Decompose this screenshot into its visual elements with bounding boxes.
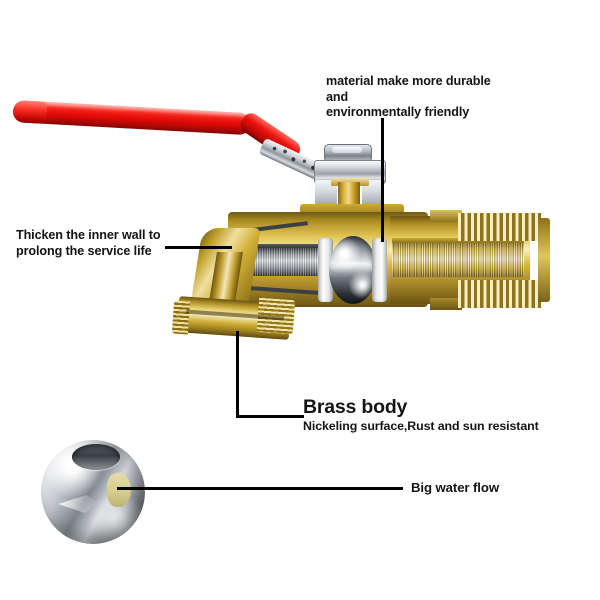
leader-to-ball-port bbox=[117, 487, 403, 490]
outlet-threads-top bbox=[458, 213, 542, 241]
spout-threads-left bbox=[171, 300, 191, 335]
annotation-brass-body-title: Brass body bbox=[303, 396, 408, 418]
outlet-shoulder-top bbox=[430, 210, 462, 222]
ptfe-seat-right bbox=[372, 238, 387, 302]
inlet-bore-edge bbox=[238, 244, 326, 249]
red-lever-handle bbox=[12, 100, 252, 136]
outlet-bore-channel bbox=[392, 243, 524, 277]
chrome-ball-bore-hole bbox=[72, 444, 120, 470]
stem-nut-highlight bbox=[332, 147, 362, 153]
annotation-material-durable: material make more durable and environme… bbox=[326, 74, 491, 119]
chrome-ball-side-port bbox=[107, 473, 131, 507]
annotation-brass-body-subtitle: Nickeling surface,Rust and sun resistant bbox=[303, 419, 539, 433]
outlet-shoulder-bottom bbox=[430, 298, 462, 310]
outlet-bore-edge bbox=[392, 238, 524, 244]
stem-packing-left bbox=[315, 180, 337, 210]
leader-to-brass-body-vertical bbox=[236, 331, 239, 418]
stem-packing-right bbox=[362, 180, 384, 210]
handle-grip-end-cap bbox=[12, 100, 48, 124]
chrome-ball-highlight bbox=[331, 262, 375, 274]
ptfe-seat-left bbox=[318, 238, 333, 302]
leader-to-brass-body-horizontal bbox=[236, 415, 304, 418]
leader-to-stem-nut bbox=[381, 118, 384, 242]
annotation-thicken-inner-wall: Thicken the inner wall to prolong the se… bbox=[16, 228, 161, 258]
outlet-threads-bottom bbox=[458, 280, 542, 308]
leader-to-inner-wall bbox=[165, 246, 232, 249]
annotation-big-water-flow: Big water flow bbox=[411, 480, 499, 495]
outlet-tip bbox=[538, 218, 550, 302]
